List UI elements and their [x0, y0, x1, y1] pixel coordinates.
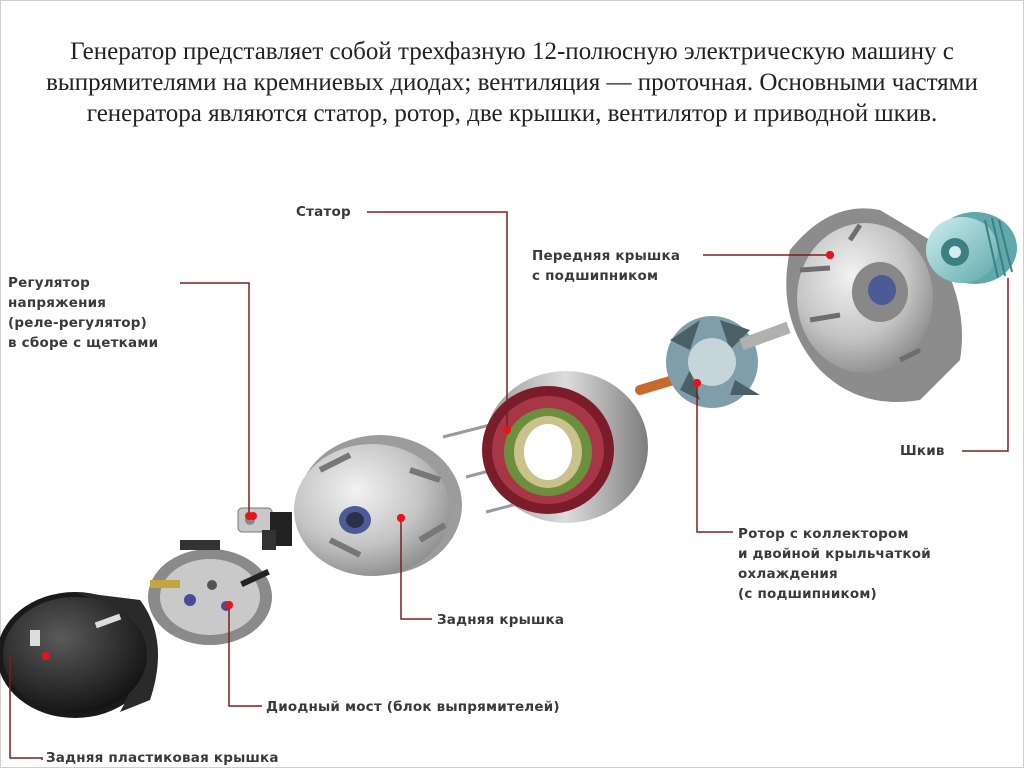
- leader-rotor: [696, 383, 733, 533]
- label-line: Регулятор: [8, 275, 91, 291]
- leader-regulator: [180, 282, 250, 516]
- label-line: (с подшипником): [738, 586, 877, 602]
- label-line: напряжения: [8, 295, 107, 311]
- label-line: Шкив: [900, 443, 945, 459]
- marker-rear-cover: [397, 514, 405, 522]
- label-line: Задняя пластиковая крышка: [46, 750, 279, 766]
- marker-plastic-cover: [42, 652, 50, 660]
- leader-plastic-cover: [9, 656, 43, 760]
- label-line: и двойной крыльчаткой: [738, 546, 931, 562]
- leader-rear-cover: [400, 518, 432, 620]
- leader-pulley: [962, 278, 1009, 452]
- label-line: Статор: [296, 204, 351, 220]
- stator: [482, 371, 648, 523]
- label-line: Передняя крышка: [532, 248, 681, 264]
- label-line: охлаждения: [738, 566, 838, 582]
- label-rear-cover: Задняя крышка: [437, 610, 564, 630]
- leader-lines: [9, 211, 1009, 760]
- rear-plastic-cover: [0, 592, 158, 718]
- diode-bridge: [148, 540, 272, 645]
- label-pulley: Шкив: [900, 441, 945, 461]
- label-line: (реле-регулятор): [8, 315, 147, 331]
- label-rotor: Ротор с коллектором и двойной крыльчатко…: [738, 524, 931, 604]
- label-line: Задняя крышка: [437, 612, 565, 628]
- marker-rotor: [693, 379, 701, 387]
- label-regulator: Регулятор напряжения (реле-регулятор) в …: [8, 273, 158, 353]
- marker-regulator: [245, 512, 253, 520]
- marker-stator: [503, 426, 511, 434]
- label-stator: Статор: [296, 202, 351, 222]
- marker-front-cover: [826, 251, 834, 259]
- rotor: [635, 316, 791, 408]
- label-plastic-cover: Задняя пластиковая крышка: [46, 748, 279, 768]
- intro-text: Генератор представляет собой трехфазную …: [46, 38, 978, 127]
- label-line: Ротор с коллектором: [738, 526, 909, 542]
- label-diode-bridge: Диодный мост (блок выпрямителей): [266, 697, 560, 717]
- label-front-cover: Передняя крышка с подшипником: [532, 246, 680, 286]
- marker-dots: [42, 251, 834, 660]
- rear-cover: [294, 435, 462, 576]
- front-cover: [786, 208, 962, 402]
- marker-diode-bridge: [225, 601, 233, 609]
- label-line: Диодный мост (блок выпрямителей): [266, 699, 560, 715]
- leader-stator: [367, 211, 508, 430]
- leader-diode-bridge: [228, 605, 262, 707]
- label-line: с подшипником: [532, 268, 659, 284]
- label-line: в сборе с щетками: [8, 335, 159, 351]
- pulley: [926, 212, 1017, 284]
